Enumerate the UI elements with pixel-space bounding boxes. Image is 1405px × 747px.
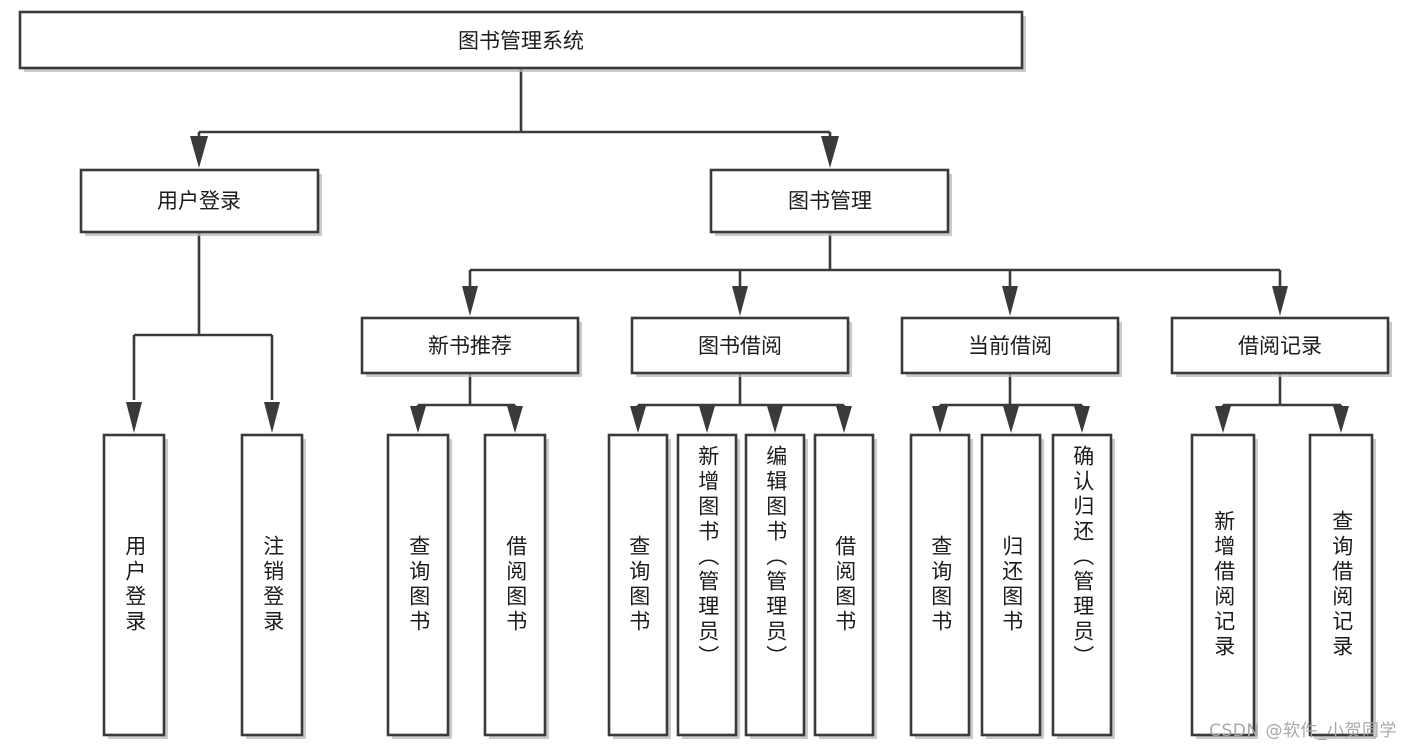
csdn-watermark: CSDN @软件_小贺同学	[1209, 721, 1397, 741]
arrow-head-user-login	[190, 136, 208, 168]
leaf-query-book-rec-box[interactable]	[386, 433, 450, 737]
leaf-add-book-admin-box[interactable]	[676, 433, 738, 737]
node-current-borrow[interactable]: 当前借阅	[900, 316, 1122, 377]
connector-layer	[126, 68, 1349, 433]
arrow-head-leaf-query-borrow-record	[1333, 406, 1349, 433]
node-new-book-recommend[interactable]: 新书推荐	[360, 316, 582, 377]
leaf-add-borrow-record-box[interactable]	[1190, 433, 1256, 737]
arrow-head-book-borrow	[732, 286, 748, 316]
node-book-manage-label: 图书管理	[788, 189, 872, 213]
leaf-user-login-box[interactable]	[102, 433, 166, 737]
node-book-manage[interactable]: 图书管理	[709, 168, 952, 236]
node-new-book-recommend-box[interactable]	[360, 316, 580, 375]
node-user-login-label: 用户登录	[157, 189, 241, 213]
leaf-borrow-book-rec-box[interactable]	[483, 433, 547, 737]
arrow-head-leaf-return-book	[1003, 406, 1019, 433]
leaf-confirm-return-admin-box[interactable]	[1051, 433, 1113, 737]
arrow-head-leaf-add-borrow-record	[1215, 406, 1231, 433]
leaf-edit-book-admin-box[interactable]	[744, 433, 806, 737]
leaf-query-book-borrow-box[interactable]	[607, 433, 669, 737]
node-new-book-recommend-label: 新书推荐	[428, 334, 512, 358]
node-current-borrow-label: 当前借阅	[968, 334, 1052, 358]
arrow-head-leaf-borrow-book-rec	[507, 406, 523, 433]
node-root-box[interactable]	[18, 10, 1024, 70]
arrow-head-leaf-borrow-book	[836, 406, 852, 433]
arrow-head-leaf-user-login	[126, 402, 142, 433]
leaf-query-book-current-box[interactable]	[909, 433, 971, 737]
node-book-manage-box[interactable]	[709, 168, 950, 234]
arrow-head-leaf-confirm-return-admin	[1074, 406, 1090, 433]
node-book-borrow-box[interactable]	[630, 316, 850, 375]
arrow-head-leaf-edit-book-admin	[767, 406, 783, 433]
node-borrow-record-label: 借阅记录	[1238, 334, 1322, 358]
node-user-login[interactable]: 用户登录	[79, 168, 322, 236]
leaf-query-borrow-record-box[interactable]	[1308, 433, 1374, 737]
arrow-head-borrow-record	[1272, 286, 1288, 316]
arrow-head-book-manage	[821, 136, 839, 168]
leaf-logout-login-box[interactable]	[240, 433, 304, 737]
node-borrow-record[interactable]: 借阅记录	[1170, 316, 1392, 377]
arrow-head-new-book-recommend	[462, 286, 478, 316]
arrow-head-leaf-query-book-borrow	[630, 406, 646, 433]
node-current-borrow-box[interactable]	[900, 316, 1120, 375]
arrow-head-leaf-query-book-current	[932, 406, 948, 433]
node-user-login-box[interactable]	[79, 168, 320, 234]
arrow-head-leaf-query-book-rec	[410, 406, 426, 433]
arrow-head-leaf-logout-login	[264, 402, 280, 433]
leaf-return-book-box[interactable]	[980, 433, 1042, 737]
node-book-borrow-label: 图书借阅	[698, 334, 782, 358]
arrow-head-leaf-add-book-admin	[699, 406, 715, 433]
node-root[interactable]: 图书管理系统	[18, 10, 1026, 72]
arrow-head-current-borrow	[1002, 286, 1018, 316]
node-book-borrow[interactable]: 图书借阅	[630, 316, 852, 377]
leaf-borrow-book-box[interactable]	[813, 433, 875, 737]
node-borrow-record-box[interactable]	[1170, 316, 1390, 375]
leaf-box-layer	[102, 433, 1376, 739]
node-root-label: 图书管理系统	[458, 29, 584, 53]
